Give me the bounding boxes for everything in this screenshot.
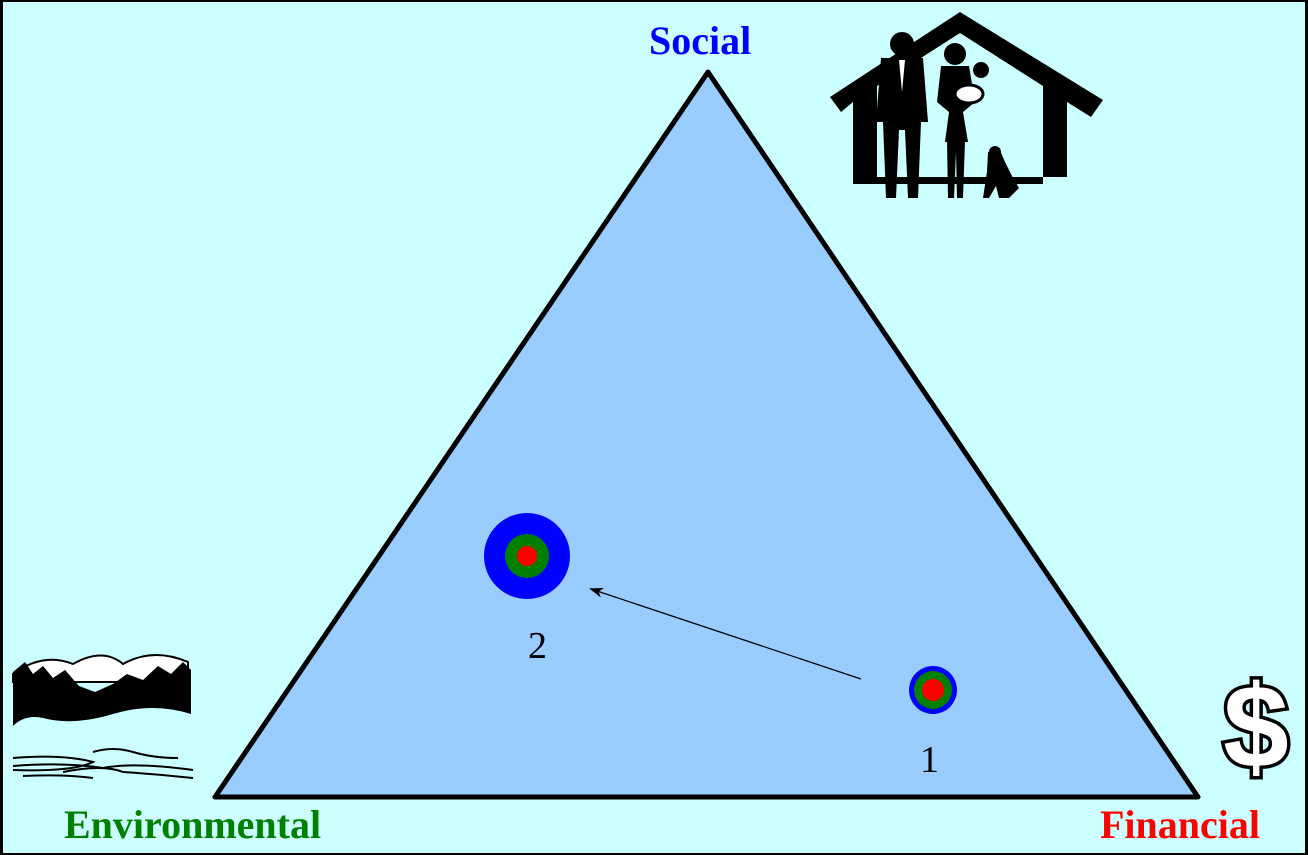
family-house-icon [830, 12, 1103, 198]
point-2-marker [484, 513, 570, 599]
dollar-sign-icon: $ [1220, 658, 1293, 797]
point-1-marker [909, 666, 957, 714]
point-2-label: 2 [528, 625, 547, 667]
diagram-slide: $ Social Environmental Financial 2 1 [3, 2, 1305, 853]
movement-arrow [589, 588, 862, 680]
triangle-diagram: $ [12, 12, 1293, 800]
landscape-river-icon [12, 653, 194, 779]
point-1-label: 1 [920, 739, 939, 781]
triangle [212, 69, 1201, 800]
financial-label: Financial [1100, 802, 1261, 847]
environmental-label: Environmental [64, 802, 322, 847]
social-label: Social [649, 18, 752, 63]
svg-text:$: $ [1223, 661, 1289, 793]
